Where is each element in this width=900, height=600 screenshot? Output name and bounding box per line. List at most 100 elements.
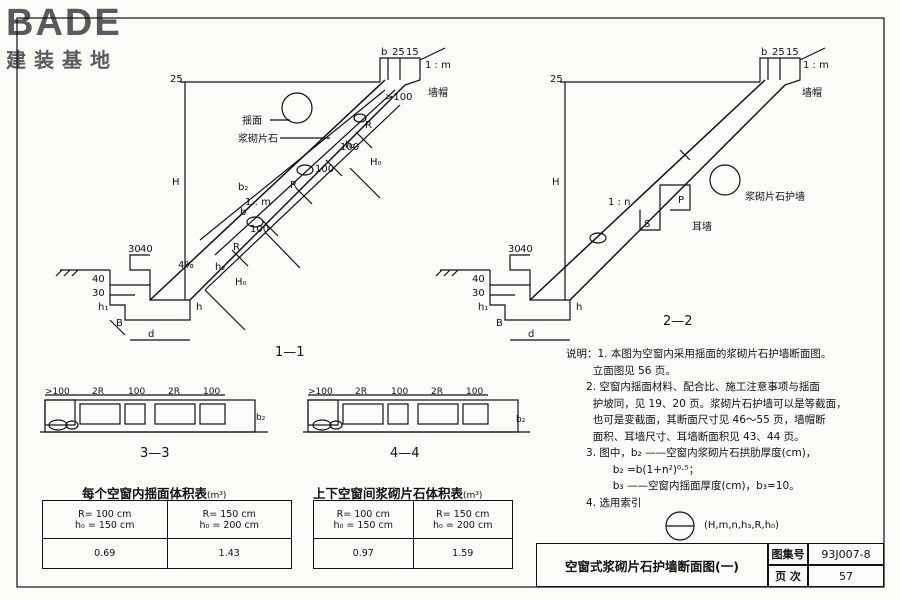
table-1-col2-line2: h₀ = 200 cm [199, 519, 259, 531]
slope-n-2: 1 : n [608, 197, 630, 208]
callout-cap-1: 墙帽 [428, 86, 448, 99]
dim-100-c: 100 [340, 142, 359, 153]
dim-S-2: S [644, 219, 650, 230]
table-2-col1-line1: R= 100 cm [336, 508, 390, 520]
title-block: 空窗式浆砌片石护墙断面图(一) 图集号 93J007-8 页 次 57 [536, 543, 884, 587]
table-1-title: 每个空窗内揺面体积表(m³) [82, 483, 226, 502]
wall-inner-line [569, 84, 786, 301]
dim-gt100-4: >100 [308, 387, 333, 397]
slope-m-inner-1: 1 : m [245, 197, 271, 208]
dim-30-a: 30 [128, 244, 141, 255]
note-line: 3. 图中，b₂ ——空窗内浆砌片石拱肋厚度(cm)， [566, 447, 817, 459]
note-line: 面积、耳墙尺寸、耳墙断面积见 43、44 页。 [566, 430, 805, 443]
dim-40-a: 40 [140, 244, 153, 255]
note-line: 4. 选用索引 [566, 496, 642, 509]
section-1-1-drawing [55, 47, 446, 341]
note-line: 也可是变截面，其断面尺寸见 46～55 页，墙帽断 [566, 414, 826, 426]
dim-4pct-1: 4% [178, 260, 194, 271]
wall-cap [379, 57, 421, 86]
index-reference: (H,m,n,h₃,R,h₀) [704, 520, 779, 531]
wall-outer-line [529, 79, 766, 301]
table-1-value-2: 1.43 [166, 538, 292, 569]
dim-100-3b: 100 [203, 387, 220, 397]
dim-H-1: H [172, 177, 180, 188]
dim-h-2: h [576, 302, 582, 313]
table-1-value-1: 0.69 [42, 538, 168, 569]
table-2-col2-line2: h₀ = 200 cm [433, 519, 493, 531]
section-label-3-3: 3—3 [140, 446, 170, 461]
table-2-unit: (m³) [463, 491, 483, 501]
sheet-frame [16, 17, 885, 588]
section-4-4-outline [307, 399, 519, 433]
section-label-4-4: 4—4 [390, 446, 420, 461]
dim-h1-2: h₁ [478, 302, 488, 313]
callout-circle-2 [709, 164, 741, 196]
note-line: 2. 空窗内揺面材料、配合比、施工注意事项与揺面 [566, 381, 820, 393]
dim-30-b2: 30 [472, 288, 485, 299]
drawing-title: 空窗式浆砌片石护墙断面图(一) [536, 543, 768, 587]
table-1-col1-line2: h₀ = 150 cm [75, 519, 135, 531]
table-2-value-1: 0.97 [313, 538, 414, 569]
dim-gt100-1: >100 [385, 92, 412, 103]
section-label-1-1: 1—1 [275, 345, 305, 360]
table-2-title: 上下空窗间浆砌片石体积表(m³) [313, 483, 482, 502]
dim-b-1: b [381, 47, 387, 58]
dim-R-a: R [233, 242, 240, 253]
dim-R-c: R [365, 120, 372, 131]
dim-H0-b: H₀ [370, 157, 382, 168]
table-2-value-2: 1.59 [412, 538, 513, 569]
dim-40-a2: 40 [520, 244, 533, 255]
wall-outer-line [149, 79, 386, 301]
dim-h2-a: h₂ [215, 262, 225, 273]
callout-stone-1: 浆砌片石 [238, 132, 278, 145]
dim-d-1: d [148, 329, 154, 340]
dim-R-b: R [290, 180, 297, 191]
table-1-title-text: 每个空窗内揺面体积表 [82, 486, 208, 501]
atlas-label: 图集号 [768, 543, 808, 565]
wall-cap [759, 57, 801, 86]
dim-100-3a: 100 [128, 387, 145, 397]
dim-40-b2: 40 [472, 274, 485, 285]
dim-b-1b: b [240, 207, 246, 218]
dim-B-1: B [116, 318, 123, 329]
dim-h-1: h [196, 302, 202, 313]
brand-name: BADE [6, 2, 122, 44]
dim-b2-3: b₂ [256, 413, 266, 423]
dim-2R-4a: 2R [355, 387, 367, 397]
dim-h1-1: h₁ [98, 302, 108, 313]
dim-b2-4: b₂ [516, 415, 526, 425]
ear-wall [659, 184, 691, 211]
dim-15-2: 15 [786, 47, 799, 58]
section-2-2-drawing [435, 47, 826, 341]
dim-40-b: 40 [92, 274, 105, 285]
table-2-col1-line2: h₀ = 150 cm [333, 519, 393, 531]
atlas-number: 93J007-8 [808, 543, 884, 565]
brand-subtitle: 建装基地 [6, 48, 118, 72]
callout-circle-1 [281, 92, 313, 124]
slope-m-2: 1 : m [803, 60, 829, 71]
note-line: 立面图见 56 页。 [566, 364, 676, 377]
dim-h2-b: h₂ [345, 140, 355, 151]
dim-100-a: 100 [250, 224, 269, 235]
dim-B-2: B [496, 318, 503, 329]
dim-b-2: b [761, 47, 767, 58]
dim-25-side-1: 25 [170, 74, 183, 85]
wall-inner-line [189, 84, 406, 301]
dim-25-side-2: 25 [550, 74, 563, 85]
dim-30-b: 30 [92, 288, 105, 299]
surface-line [214, 89, 396, 256]
dim-100-4b: 100 [466, 387, 483, 397]
callout-wall-2: 浆砌片石护墙 [745, 190, 805, 203]
dim-2R-4b: 2R [431, 387, 443, 397]
section-4-4-drawing [303, 394, 530, 433]
callout-ear-wall-2: 耳墙 [692, 220, 712, 233]
section-label-2-2: 2—2 [663, 314, 693, 329]
section-3-3-drawing [40, 394, 268, 433]
dim-H0-a: H₀ [235, 277, 247, 288]
dim-15-1: 15 [406, 47, 419, 58]
